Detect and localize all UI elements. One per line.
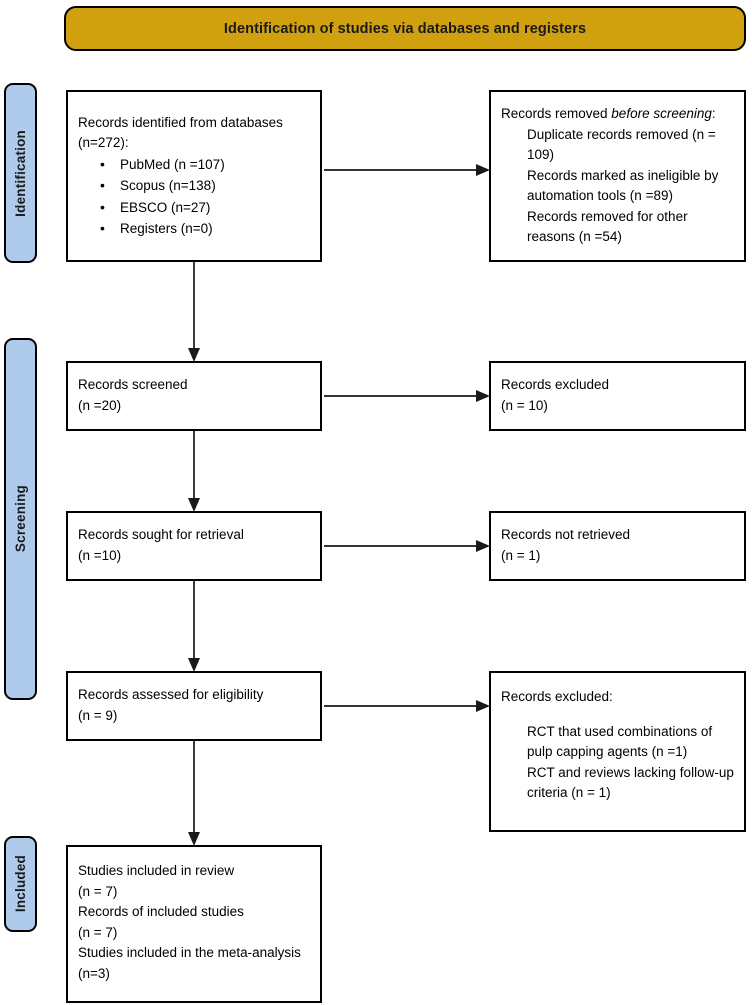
records-not-retrieved-count: (n = 1) [501,548,541,563]
records-removed-heading-italic: before screening [611,106,712,122]
stage-label-included: Included [4,836,37,932]
stage-label-included-text: Included [13,855,28,913]
arrow-identified-to-screened [188,262,200,362]
banner-title: Identification of studies via databases … [223,20,587,37]
list-item: RCT and reviews lacking follow-up criter… [527,764,734,801]
list-item: RCT that used combinations of pulp cappi… [527,723,713,760]
records-sought-label: Records sought for retrieval [78,527,244,543]
stage-label-screening-text: Screening [13,485,28,553]
records-excluded-eligibility-heading: Records excluded: [501,689,613,704]
records-identified-source-list: PubMed (n =107) Scopus (n=138) EBSCO (n=… [78,153,310,239]
records-removed-heading: Records removed before screening: [501,104,734,125]
stage-label-identification-text: Identification [13,129,28,217]
arrow-sought-to-not-retrieved [324,540,490,552]
stage-label-screening: Screening [4,338,37,700]
records-identified-line1: Records identified from databases [78,114,283,130]
studies-included-text: Studies included in review (n = 7) Recor… [78,863,301,981]
arrow-sought-to-eligibility [188,581,200,672]
list-item: Scopus (n=138) [100,174,310,196]
arrow-eligibility-to-excluded [324,700,490,712]
records-screened-count: (n =20) [78,398,122,413]
records-excluded-screening-count: (n = 10) [501,398,548,413]
records-removed-heading-prefix: Records removed [501,106,612,122]
box-records-eligibility: Records assessed for eligibility (n = 9) [66,671,322,741]
records-removed-heading-suffix: : [711,106,716,122]
list-item: PubMed (n =107) [100,153,310,175]
records-identified-line2: (n=272): [78,135,129,151]
diagram-banner: Identification of studies via databases … [64,6,746,51]
box-studies-included: Studies included in review (n = 7) Recor… [66,845,322,1003]
list-item: Records removed for other reasons (n =54… [527,208,688,245]
arrow-eligibility-to-included [188,741,200,846]
box-records-not-retrieved: Records not retrieved (n = 1) [489,511,746,581]
box-records-screened: Records screened (n =20) [66,361,322,431]
stage-label-identification: Identification [4,83,37,263]
box-records-excluded-eligibility: Records excluded: RCT that used combinat… [489,671,746,832]
records-eligibility-label: Records assessed for eligibility [78,687,264,703]
box-records-excluded-screening: Records excluded (n = 10) [489,361,746,431]
list-item: Registers (n=0) [100,217,310,239]
records-excluded-eligibility-reason-list: RCT that used combinations of pulp cappi… [501,722,734,804]
list-item: EBSCO (n=27) [100,196,310,218]
arrow-screened-to-excluded [324,390,490,402]
records-screened-label: Records screened [78,377,188,393]
records-removed-reason-list: Duplicate records removed (n = 109) Reco… [501,125,734,248]
box-records-identified: Records identified from databases (n=272… [66,90,322,262]
box-records-sought: Records sought for retrieval (n =10) [66,511,322,581]
records-eligibility-count: (n = 9) [78,708,118,723]
list-item: Duplicate records removed (n = 109) [527,126,716,163]
records-sought-count: (n =10) [78,548,122,563]
arrow-identified-to-removed [324,164,490,176]
records-not-retrieved-label: Records not retrieved [501,527,631,543]
box-records-removed: Records removed before screening: Duplic… [489,90,746,262]
list-item: Records marked as ineligible by automati… [527,167,719,204]
records-excluded-screening-label: Records excluded [501,377,610,393]
arrow-screened-to-sought [188,431,200,512]
